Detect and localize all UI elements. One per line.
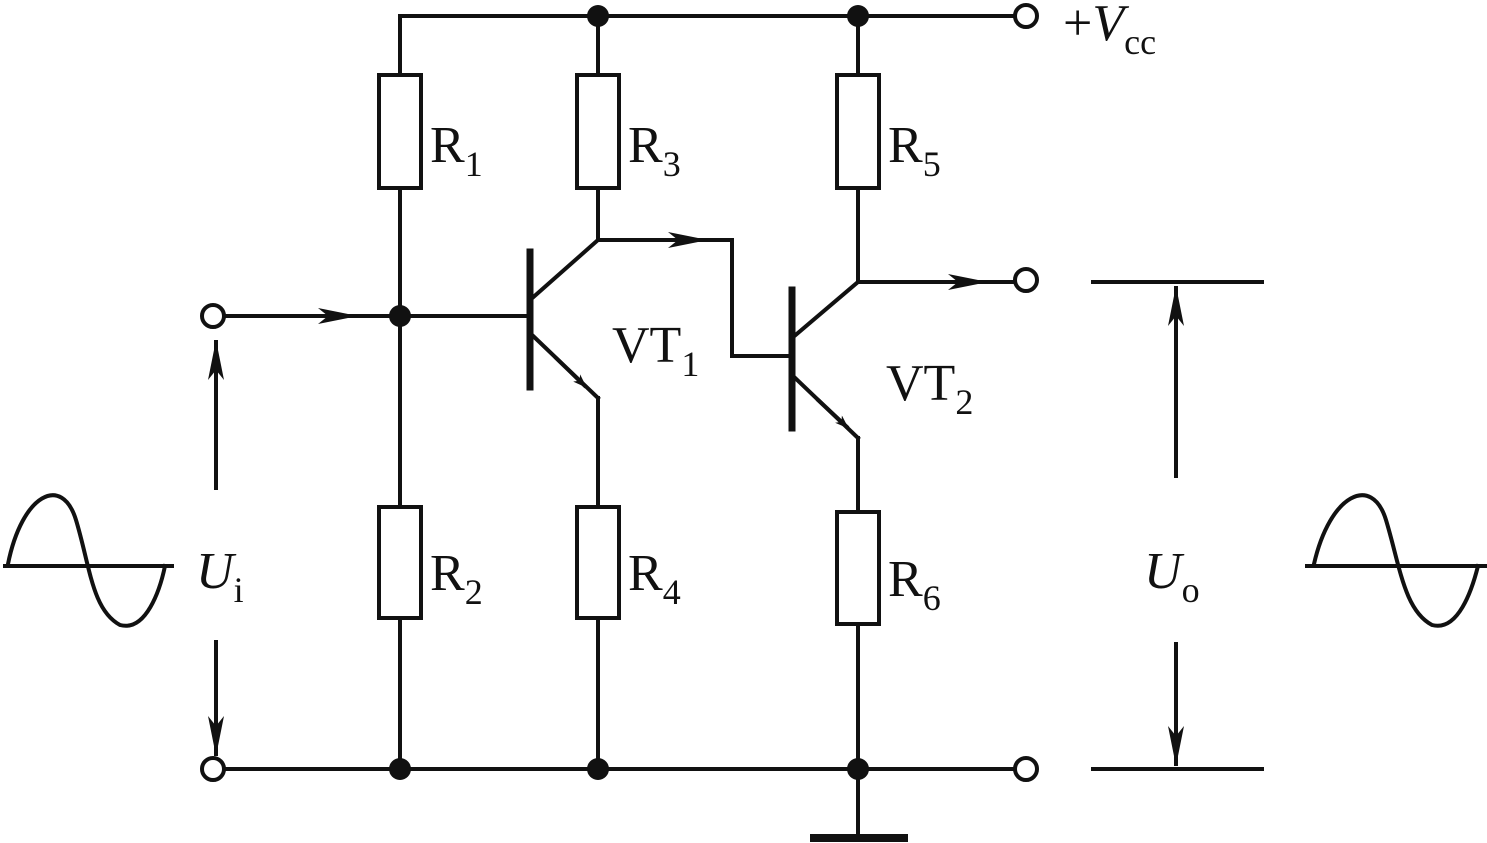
supply-terminal: [1013, 3, 1039, 29]
vt2-emitter-arrow: [815, 397, 850, 430]
resistor-r2: [377, 505, 423, 620]
junction-dot: [389, 758, 411, 780]
junction-dot: [389, 305, 411, 327]
resistor-r3: [575, 73, 621, 190]
junction-dot: [587, 758, 609, 780]
resistor-r6: [835, 510, 881, 626]
vt1-collector-lead: [527, 237, 601, 303]
resistor-r4: [575, 505, 621, 620]
junction-dot: [587, 5, 609, 27]
output-waveform: [1311, 493, 1481, 628]
junction-dot: [847, 758, 869, 780]
vt1-emitter-arrow: [553, 355, 588, 389]
supply-label: +Vcc: [1063, 0, 1156, 62]
label-r3: R3: [628, 117, 681, 184]
label-r6: R6: [888, 551, 941, 618]
label-r2: R2: [430, 545, 483, 612]
input-terminal: [200, 303, 226, 329]
label-r4: R4: [628, 545, 681, 612]
label-r5: R5: [888, 117, 941, 184]
junction-dot: [847, 5, 869, 27]
vt2-collector-lead: [789, 279, 861, 341]
label-vt2: VT2: [886, 355, 973, 422]
label-input-voltage: Ui: [196, 543, 244, 610]
ground-terminal-right: [1013, 756, 1039, 782]
resistor-r1: [377, 73, 423, 190]
label-r1: R1: [430, 117, 483, 184]
label-output-voltage: Uo: [1144, 543, 1200, 610]
output-terminal: [1013, 267, 1039, 293]
input-waveform: [5, 493, 168, 628]
resistor-r5: [835, 73, 881, 190]
ground-terminal-left: [200, 756, 226, 782]
label-vt1: VT1: [612, 317, 699, 384]
